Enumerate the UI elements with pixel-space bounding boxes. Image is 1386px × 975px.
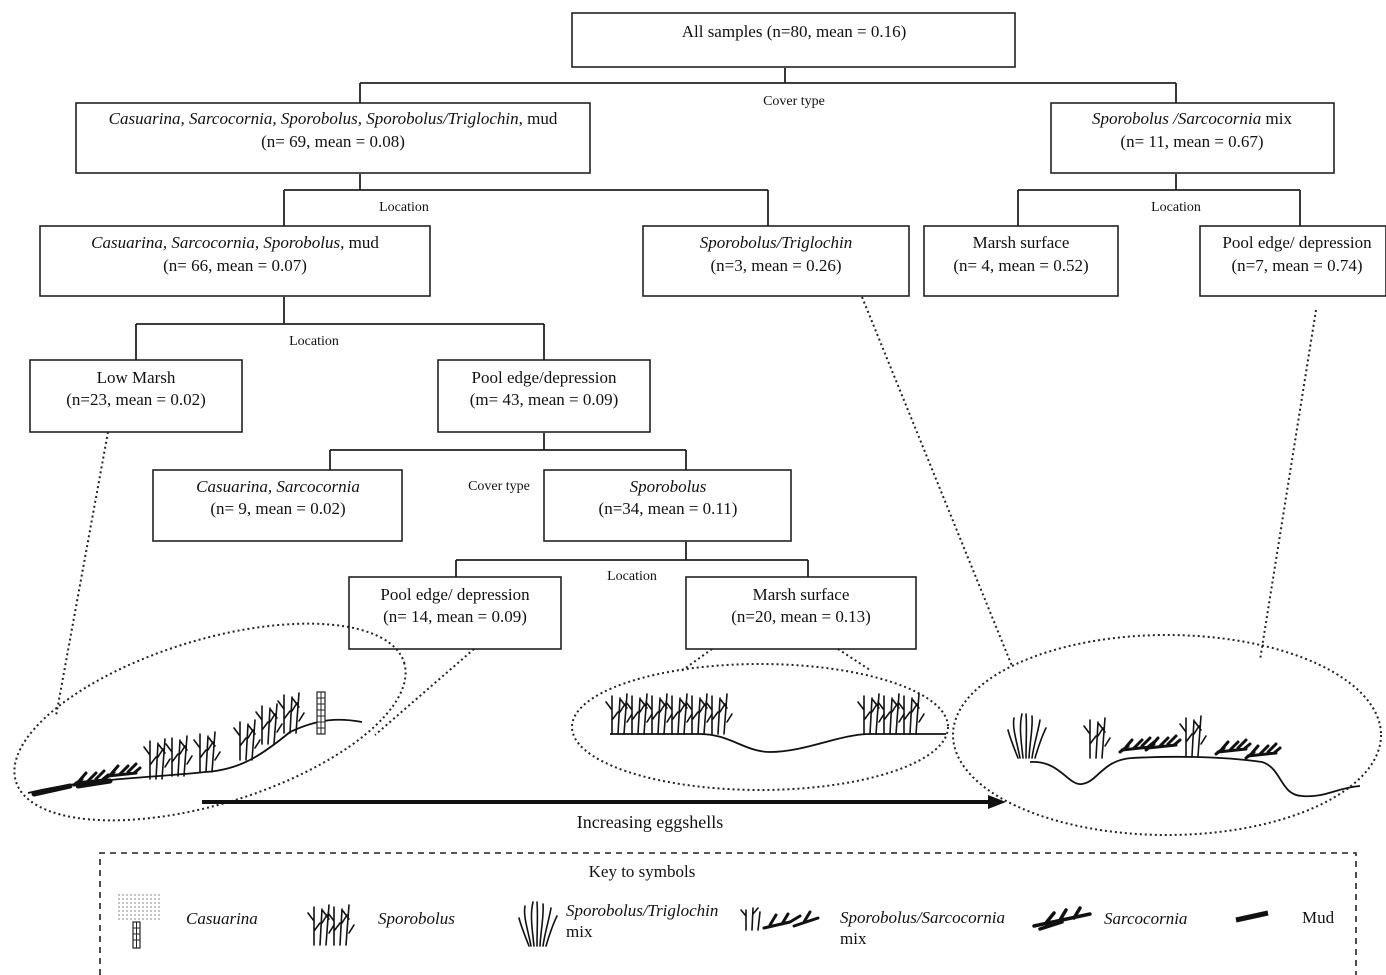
tree-connectors xyxy=(135,68,1301,577)
habitat-ellipse-low-marsh xyxy=(13,622,407,822)
node-spo-sarco-mix-stats: (n= 11, mean = 0.67) xyxy=(1120,132,1263,151)
tree-node-casuarina-sarcocornia: Casuarina, Sarcocornia (n= 9, mean = 0.0… xyxy=(152,469,403,542)
legend-label-casuarina: Casuarina xyxy=(186,909,258,928)
legend-label-sarcocornia: Sarcocornia xyxy=(1104,909,1187,928)
sporobolus-sarcocornia-icon xyxy=(740,907,820,931)
tree-node-pool-edge-sporobolus: Pool edge/ depression (n= 14, mean = 0.0… xyxy=(348,576,562,650)
node-marsh-surface-mix-label: Marsh surface xyxy=(973,233,1070,252)
tree-node-low-marsh: Low Marsh (n=23, mean = 0.02) xyxy=(29,359,243,433)
node-cover-no-triglochin-taxa: Casuarina, Sarcocornia, Sporobolus, mud xyxy=(91,233,379,252)
split-label-n10: Location xyxy=(607,569,657,584)
casuarina-icon xyxy=(118,894,160,949)
legend-label-sporobolus-triglochin-mix: mix xyxy=(566,922,593,941)
node-spo-trig-stats: (n=3, mean = 0.26) xyxy=(710,256,841,275)
node-sporobolus-stats: (n=34, mean = 0.11) xyxy=(599,499,738,518)
legend-label-sporobolus-sarcocornia: Sporobolus/Sarcocornia xyxy=(840,908,1005,927)
node-pool-edge-spo-label: Pool edge/ depression xyxy=(380,585,530,604)
tree-node-marsh-surface-sporobolus: Marsh surface (n=20, mean = 0.13) xyxy=(685,576,917,650)
node-low-marsh-stats: (n=23, mean = 0.02) xyxy=(66,390,206,409)
split-label-n8: Cover type xyxy=(468,479,530,494)
node-casu-sarco-taxa: Casuarina, Sarcocornia xyxy=(196,477,360,496)
node-marsh-surface-spo-stats: (n=20, mean = 0.13) xyxy=(731,607,871,626)
node-casu-sarco-stats: (n= 9, mean = 0.02) xyxy=(210,499,345,518)
node-pool-edge-mix-label: Pool edge/ depression xyxy=(1222,233,1372,252)
node-cover-mixed-stats: (n= 69, mean = 0.08) xyxy=(261,132,405,151)
node-pool-edge-label: Pool edge/depression xyxy=(472,368,617,387)
tree-node-sporobolus-sarcocornia-mix: Sporobolus /Sarcocornia mix (n= 11, mean… xyxy=(1050,102,1335,174)
habitat-ellipse-marsh-surface xyxy=(571,663,949,791)
node-marsh-surface-spo-label: Marsh surface xyxy=(753,585,850,604)
node-pool-edge-stats: (m= 43, mean = 0.09) xyxy=(470,390,619,409)
node-cover-mixed-taxa: Casuarina, Sarcocornia, Sporobolus, Spor… xyxy=(109,109,558,128)
node-root-label: All samples (n=80, mean = 0.16) xyxy=(682,22,907,41)
arrow-label: Increasing eggshells xyxy=(577,812,723,832)
tree-node-sporobolus: Sporobolus (n=34, mean = 0.11) xyxy=(543,469,792,542)
tree-node-cover-mixed: Casuarina, Sarcocornia, Sporobolus, Spor… xyxy=(75,102,591,174)
legend-label-sporobolus-sarcocornia-mix: mix xyxy=(840,929,867,948)
mud-icon xyxy=(1235,910,1269,923)
split-label-root: Cover type xyxy=(763,94,825,109)
node-low-marsh-label: Low Marsh xyxy=(97,368,176,387)
legend-label-sporobolus: Sporobolus xyxy=(378,909,455,928)
node-marsh-surface-mix-stats: (n= 4, mean = 0.52) xyxy=(953,256,1088,275)
sporobolus-triglochin-icon xyxy=(518,901,558,947)
tree-node-marsh-surface-mix: Marsh surface (n= 4, mean = 0.52) xyxy=(923,225,1119,297)
node-spo-sarco-mix-taxa: Sporobolus /Sarcocornia mix xyxy=(1092,109,1292,128)
split-label-n1: Location xyxy=(379,200,429,215)
tree-node-sporobolus-triglochin: Sporobolus/Triglochin (n=3, mean = 0.26) xyxy=(642,225,910,297)
tree-node-cover-no-triglochin: Casuarina, Sarcocornia, Sporobolus, mud … xyxy=(39,225,431,297)
habitat-ellipse-mix xyxy=(952,634,1382,836)
legend-label-mud: Mud xyxy=(1302,908,1335,927)
node-spo-trig-taxa: Sporobolus/Triglochin xyxy=(700,233,852,252)
legend-label-sporobolus-triglochin: Sporobolus/Triglochin xyxy=(566,901,718,920)
sarcocornia-icon xyxy=(1032,906,1092,931)
split-label-n3: Location xyxy=(289,334,339,349)
tree-node-pool-edge: Pool edge/depression (m= 43, mean = 0.09… xyxy=(437,359,651,433)
node-sporobolus-taxa: Sporobolus xyxy=(630,477,707,496)
tree-node-pool-edge-mix: Pool edge/ depression (n=7, mean = 0.74) xyxy=(1199,225,1386,297)
legend-title: Key to symbols xyxy=(589,862,696,881)
tree-node-root: All samples (n=80, mean = 0.16) xyxy=(571,12,1016,68)
node-pool-edge-spo-stats: (n= 14, mean = 0.09) xyxy=(383,607,527,626)
increasing-eggshells-arrow: Increasing eggshells xyxy=(202,795,1006,832)
sporobolus-icon xyxy=(307,904,355,946)
leader-lines xyxy=(55,296,1317,736)
node-cover-no-triglochin-stats: (n= 66, mean = 0.07) xyxy=(163,256,307,275)
node-pool-edge-mix-stats: (n=7, mean = 0.74) xyxy=(1231,256,1362,275)
legend-key: Key to symbols Casuarina Sporobolus Spor… xyxy=(99,852,1357,975)
split-label-n2: Location xyxy=(1151,200,1201,215)
